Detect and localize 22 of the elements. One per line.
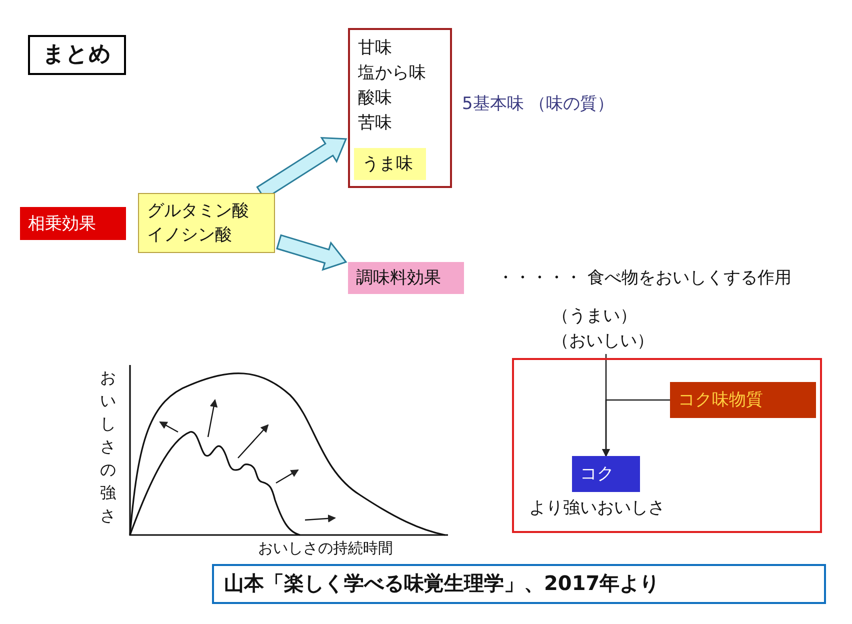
title-heading: まとめ — [28, 35, 126, 75]
taste-name: 苦味 — [358, 112, 392, 135]
taste-name: 甘味 — [358, 37, 392, 60]
arrow — [602, 399, 670, 457]
block-arrow — [276, 234, 348, 271]
taste-list-box — [348, 28, 452, 188]
umami-box: うま味 — [354, 148, 426, 180]
taste-name: 塩から味 — [358, 62, 426, 85]
note-text: より強いおいしさ — [529, 497, 665, 520]
koku-substance-box: コク味物質 — [670, 382, 816, 418]
substance-box: グルタミン酸イノシン酸 — [138, 193, 275, 253]
taste-name: 酸味 — [358, 87, 392, 110]
axis-label: おいしさの強さ — [100, 367, 117, 527]
note-text: ・・・・・ 食べ物をおいしくする作用 — [497, 267, 792, 290]
note-text: 5基本味 （味の質） — [462, 93, 614, 116]
source-caption: 山本「楽しく学べる味覚生理学」、2017年より — [212, 564, 826, 604]
effect-label-box: 相乗効果 — [20, 207, 126, 240]
frame-box — [512, 358, 822, 533]
text-line: （おいしい） — [552, 330, 654, 353]
seasoning-effect-box: 調味料効果 — [348, 262, 464, 294]
text-line: （うまい） — [552, 305, 637, 328]
axis-label: おいしさの持続時間 — [258, 538, 393, 558]
